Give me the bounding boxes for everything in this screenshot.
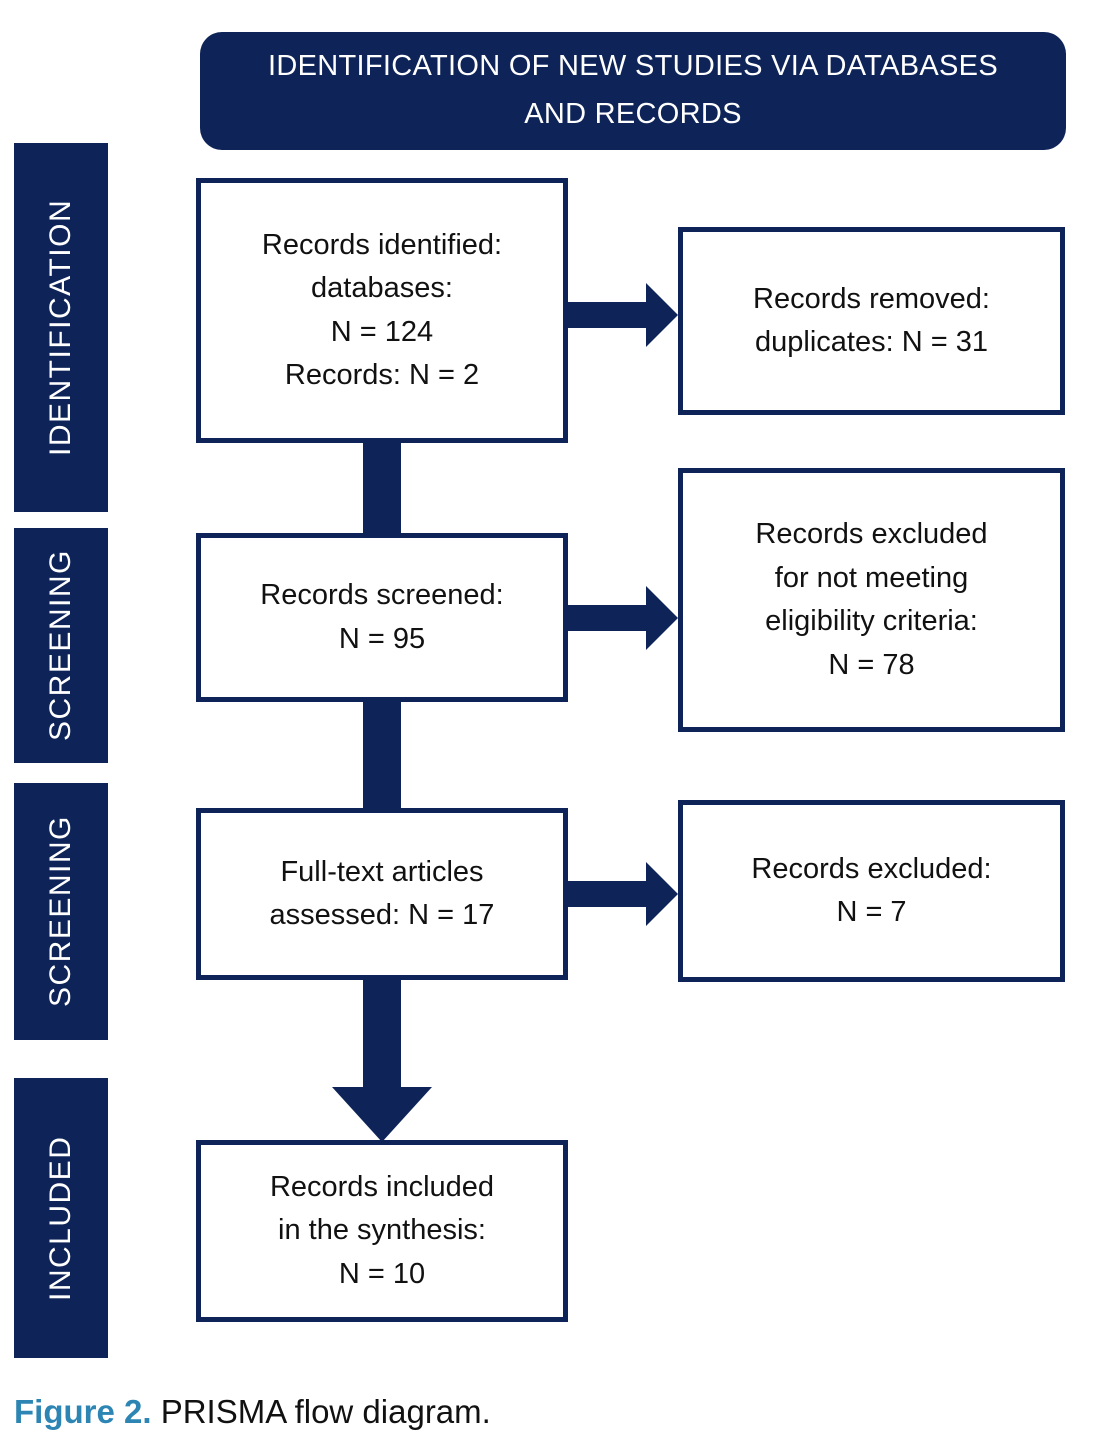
figure-caption: Figure 2. PRISMA flow diagram.: [14, 1392, 491, 1432]
down-arrow-head-icon: [332, 1087, 432, 1142]
stage-label-text: SCREENING: [44, 549, 77, 742]
flow-box-text: Full-text articles assessed: N = 17: [269, 855, 495, 932]
figure-caption-text: PRISMA flow diagram.: [151, 1393, 491, 1430]
right-arrow-shaft-identified-to-removed: [568, 302, 646, 328]
flow-box-fulltext-assessed: Full-text articles assessed: N = 17: [196, 808, 568, 980]
flow-box-text: Records identified: databases: N = 124 R…: [261, 228, 503, 392]
stage-label-identification: IDENTIFICATION: [14, 143, 108, 512]
down-connector-identified-to-screened: [363, 443, 401, 533]
flow-box-records-included: Records included in the synthesis: N = 1…: [196, 1140, 568, 1322]
flow-box-text: Records excluded for not meeting eligibi…: [755, 518, 988, 681]
stage-label-text: INCLUDED: [44, 1135, 77, 1301]
stage-label-text: SCREENING: [44, 815, 77, 1008]
header-banner: IDENTIFICATION OF NEW STUDIES VIA DATABA…: [200, 32, 1066, 150]
header-title: IDENTIFICATION OF NEW STUDIES VIA DATABA…: [268, 50, 998, 130]
flow-box-records-excluded-eligibility: Records excluded for not meeting eligibi…: [678, 468, 1065, 732]
stage-label-screening-2: SCREENING: [14, 783, 108, 1040]
stage-label-text: IDENTIFICATION: [44, 198, 77, 457]
right-arrow-head-icon: [646, 862, 678, 926]
figure-caption-label: Figure 2.: [14, 1393, 152, 1430]
down-connector-screened-to-fulltext: [363, 702, 401, 808]
down-arrow-shaft-fulltext-to-included: [363, 980, 401, 1087]
right-arrow-shaft-fulltext-to-excluded: [568, 881, 646, 907]
flow-box-records-removed: Records removed: duplicates: N = 31: [678, 227, 1065, 415]
flow-box-text: Records screened: N = 95: [260, 579, 504, 655]
flow-box-text: Records excluded: N = 7: [751, 852, 992, 929]
flow-box-records-identified: Records identified: databases: N = 124 R…: [196, 178, 568, 443]
flow-box-text: Records removed: duplicates: N = 31: [753, 282, 990, 359]
stage-label-screening-1: SCREENING: [14, 528, 108, 763]
right-arrow-head-icon: [646, 283, 678, 347]
flow-box-records-screened: Records screened: N = 95: [196, 533, 568, 702]
right-arrow-shaft-screened-to-excluded-eligibility: [568, 605, 646, 631]
flow-box-text: Records included in the synthesis: N = 1…: [269, 1170, 495, 1290]
flow-box-records-excluded: Records excluded: N = 7: [678, 800, 1065, 982]
right-arrow-head-icon: [646, 586, 678, 650]
stage-label-included: INCLUDED: [14, 1078, 108, 1358]
